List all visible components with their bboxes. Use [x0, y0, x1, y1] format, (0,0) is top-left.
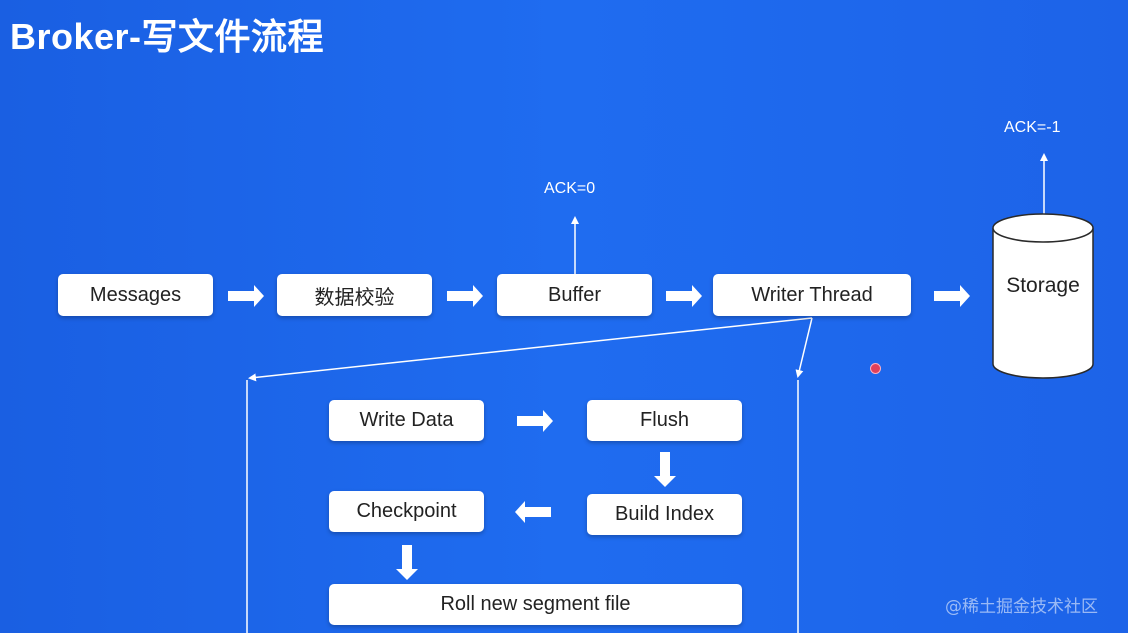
validate-box: 数据校验 [277, 274, 432, 316]
arrow-messages-to-validate [228, 285, 264, 307]
arrow-writer-to-storage [934, 285, 970, 307]
storage-label: Storage [1006, 274, 1080, 297]
zoom-line-left [248, 317, 813, 382]
arrow-index-to-checkpoint [515, 501, 551, 523]
arrow-validate-to-buffer [447, 285, 483, 307]
writer-thread-box: Writer Thread [713, 274, 911, 316]
roll-segment-box: Roll new segment file [329, 584, 742, 625]
zoom-line-right [795, 317, 813, 378]
ack-1-label: ACK=-1 [1004, 119, 1061, 136]
arrow-buffer-to-writer [666, 285, 702, 307]
slide-title: Broker-写文件流程 [10, 16, 325, 57]
pointer-dot [870, 363, 881, 374]
build-index-box: Build Index [587, 494, 742, 535]
buffer-box: Buffer [497, 274, 652, 316]
checkpoint-box: Checkpoint [329, 491, 484, 532]
write-data-box: Write Data [329, 400, 484, 441]
storage-cylinder [992, 213, 1094, 379]
arrow-write-to-flush [517, 410, 553, 432]
arrow-flush-to-index [654, 452, 676, 487]
ack0-label: ACK=0 [544, 180, 596, 197]
watermark: @稀土掘金技术社区 [945, 597, 1098, 617]
arrow-checkpoint-to-roll [396, 545, 418, 580]
messages-box: Messages [58, 274, 213, 316]
flush-box: Flush [587, 400, 742, 441]
fat-arrows-top [228, 285, 970, 307]
fat-arrows-detail [396, 410, 676, 580]
